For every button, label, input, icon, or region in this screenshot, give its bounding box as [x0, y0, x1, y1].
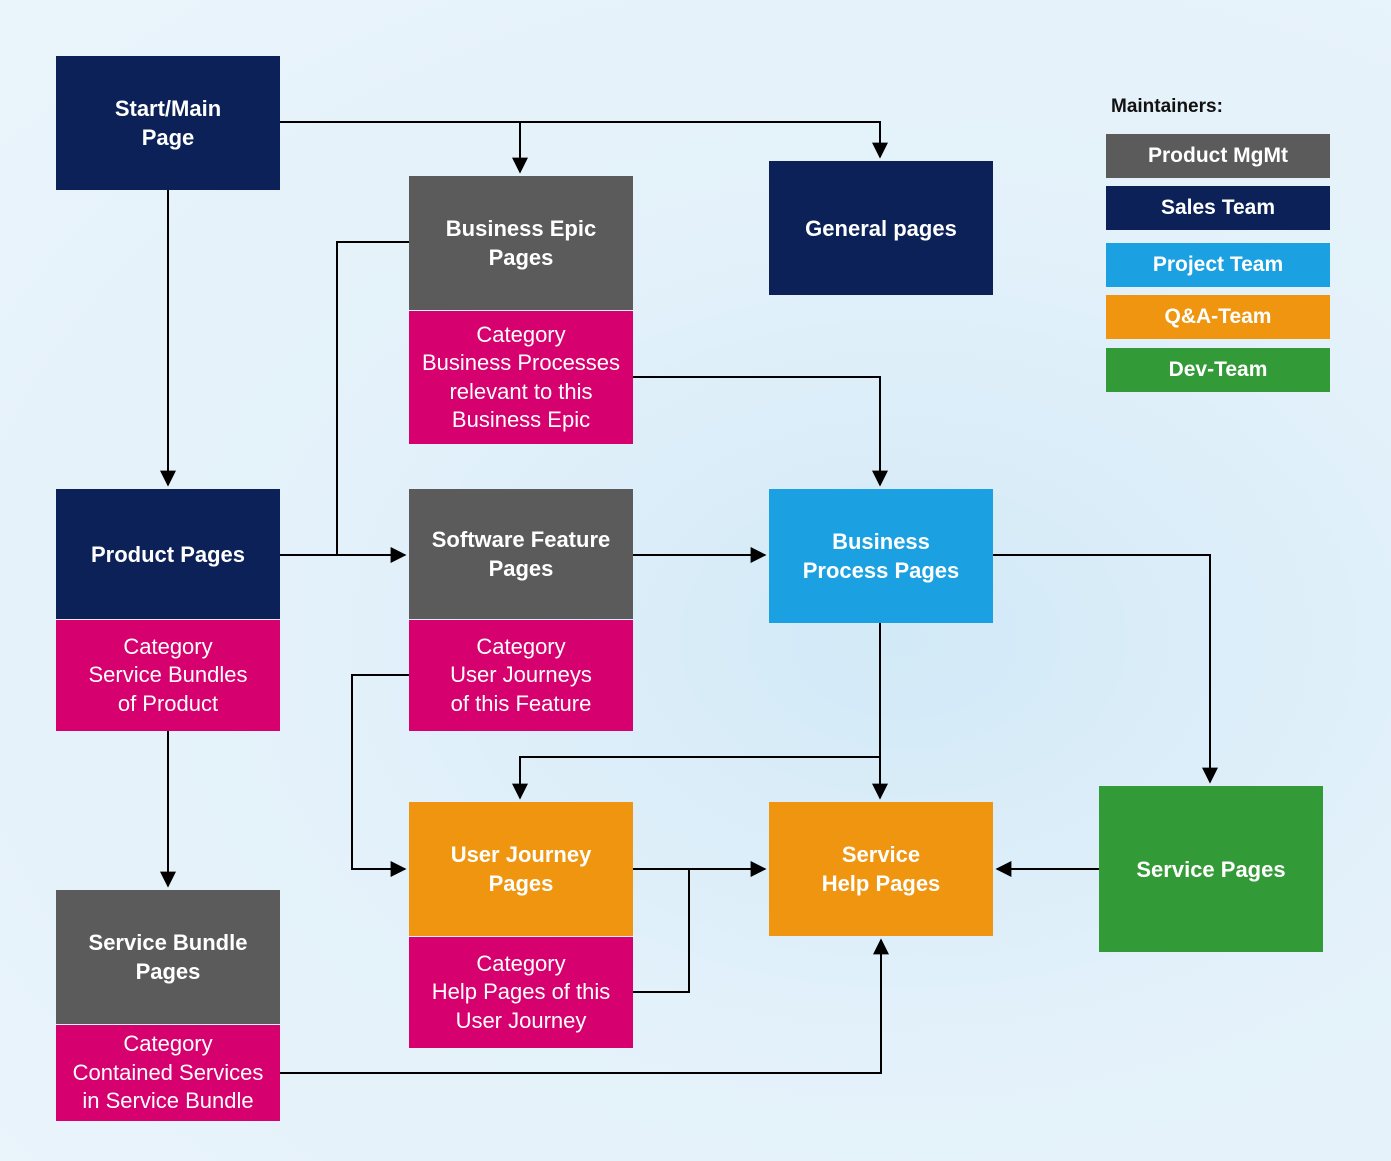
legend-item-product-mgmt: Product MgMt: [1106, 134, 1330, 178]
user-journey-pages-node: User Journey Pages: [409, 802, 633, 936]
service-bundle-pages-node: Service Bundle Pages: [56, 890, 280, 1024]
product-category-node: Category Service Bundles of Product: [56, 620, 280, 731]
service-pages-node: Service Pages: [1099, 786, 1323, 952]
connector-service-bundle-category-to-service-help: [280, 938, 889, 1074]
product-pages-node: Product Pages: [56, 489, 280, 619]
general-pages-node: General pages: [769, 161, 993, 295]
business-process-pages-node: Business Process Pages: [769, 489, 993, 623]
user-journey-category-node: Category Help Pages of this User Journey: [409, 937, 633, 1048]
legend-item-dev-team: Dev-Team: [1106, 348, 1330, 392]
connector-start-to-business-epic: [280, 121, 528, 174]
connector-business-epic-category-to-business-process: [633, 376, 888, 487]
business-epic-category-node: Category Business Processes relevant to …: [409, 311, 633, 444]
connector-software-feature-category-to-user-journey: [351, 674, 409, 877]
connector-business-process-to-user-journey: [512, 756, 880, 800]
business-epic-pages-node: Business Epic Pages: [409, 176, 633, 310]
legend-item-project-team: Project Team: [1106, 243, 1330, 287]
connector-start-to-general: [520, 121, 888, 159]
connector-business-process-to-service-pages: [993, 554, 1218, 784]
legend-item-sales-team: Sales Team: [1106, 186, 1330, 230]
start-main-page-node: Start/Main Page: [56, 56, 280, 190]
connector-business-epic-to-software-feature: [336, 241, 409, 555]
service-bundle-category-node: Category Contained Services in Service B…: [56, 1025, 280, 1121]
service-help-pages-node: Service Help Pages: [769, 802, 993, 936]
software-feature-category-node: Category User Journeys of this Feature: [409, 620, 633, 731]
legend-title: Maintainers:: [1111, 96, 1223, 117]
connector-user-journey-category-to-service-help: [633, 869, 690, 993]
software-feature-pages-node: Software Feature Pages: [409, 489, 633, 619]
legend-item-qa-team: Q&A-Team: [1106, 295, 1330, 339]
